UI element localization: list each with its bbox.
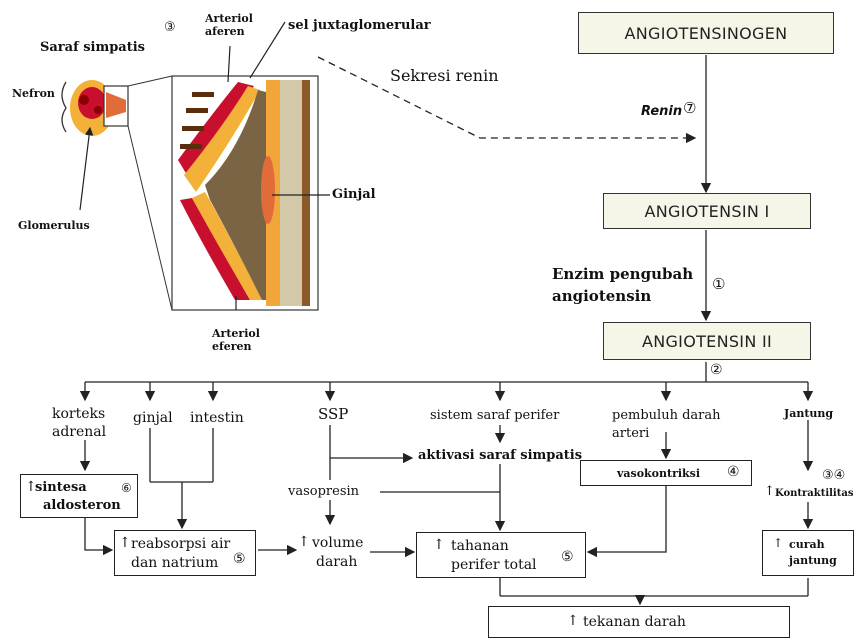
curah-line1: curah [789, 537, 825, 553]
box-vasokontriksi: vasokontriksi ④ [580, 460, 752, 486]
reabsorpsi-line2: dan natrium [131, 555, 218, 571]
badge-4: ④ [727, 464, 740, 480]
up-arrow-icon: ↑ [773, 535, 783, 551]
label-angiotensin-enzim: angiotensin [552, 288, 651, 304]
tekanan-label: tekanan darah [583, 614, 686, 630]
label-renin: Renin [641, 104, 682, 119]
box-angiotensin-2: ANGIOTENSIN II [603, 322, 811, 360]
vasokontriksi-label: vasokontriksi [617, 466, 700, 482]
sintesa-line2: aldosteron [43, 498, 121, 514]
label-sistem-saraf-perifer: sistem saraf perifer [430, 408, 559, 424]
label-glomerulus: Glomerulus [18, 218, 90, 234]
label-vasopresin: vasopresin [288, 484, 359, 500]
angiotensinogen-label: ANGIOTENSINOGEN [625, 24, 788, 43]
box-angiotensin-1: ANGIOTENSIN I [603, 193, 811, 229]
angiotensin2-label: ANGIOTENSIN II [642, 332, 772, 351]
badge-3: ③ [164, 20, 176, 35]
label-jantung: Jantung [784, 406, 833, 422]
volume-line1: volume [312, 535, 363, 551]
volume-darah: ↑ volume darah [298, 530, 378, 574]
label-intestin: intestin [190, 410, 244, 426]
label-enzim: Enzim pengubah [552, 266, 693, 282]
box-reabsorpsi: ↑ reabsorpsi air dan natrium ⑤ [114, 530, 256, 576]
up-arrow-icon: ↑ [298, 534, 310, 550]
curah-line2: jantung [789, 553, 837, 569]
sintesa-line1: sintesa [35, 480, 87, 496]
badge-7: ⑦ [683, 99, 696, 117]
badge-2: ② [710, 362, 723, 378]
label-arteriol-eferen: Arteriol eferen [212, 327, 260, 353]
tahanan-line1: tahanan [451, 538, 509, 554]
label-ginjal: ginjal [133, 410, 173, 426]
box-sintesa-aldosteron: ↑ sintesa ⑥ aldosteron [20, 474, 138, 518]
label-ssp: SSP [318, 406, 348, 422]
label-aktivasi-saraf-simpatis: aktivasi saraf simpatis [418, 448, 582, 464]
label-arteri: arteri [612, 426, 649, 442]
box-curah-jantung: ↑ curah jantung [762, 530, 854, 576]
up-arrow-icon: ↑ [119, 535, 131, 551]
box-tekanan-darah: ↑ tekanan darah [488, 606, 790, 638]
label-nefron: Nefron [12, 86, 55, 102]
label-sel-juxtaglomerular: sel juxtaglomerular [288, 18, 431, 34]
label-adrenal: adrenal [52, 424, 106, 440]
box-tahanan-perifer: ↑ tahanan perifer total ⑤ [416, 532, 586, 578]
volume-line2: darah [316, 554, 357, 570]
label-arteriol-aferen: Arteriol aferen [205, 12, 253, 38]
up-arrow-icon: ↑ [433, 537, 445, 553]
tahanan-line2: perifer total [451, 557, 537, 573]
label-sekresi-renin: Sekresi renin [390, 68, 499, 84]
angiotensin1-label: ANGIOTENSIN I [644, 202, 769, 221]
up-arrow-icon: ↑ [567, 613, 579, 629]
badge-6: ⑥ [121, 481, 132, 495]
badge-1: ① [712, 275, 725, 293]
label-pembuluh-darah: pembuluh darah [612, 408, 720, 424]
label-ginjal-illus: Ginjal [332, 187, 376, 203]
badge-5: ⑤ [233, 551, 246, 567]
nephron-thumbnail [62, 76, 172, 310]
label-kontraktilitas: Kontraktilitas [775, 486, 853, 502]
reabsorpsi-line1: reabsorpsi air [131, 536, 230, 552]
box-angiotensinogen: ANGIOTENSINOGEN [578, 12, 834, 54]
label-saraf-simpatis: Saraf simpatis [40, 40, 145, 56]
label-korteks: korteks [52, 406, 105, 422]
badge-5b: ⑤ [561, 549, 574, 565]
badge-3-4: ③④ [822, 468, 845, 483]
up-arrow-icon: ↑ [764, 484, 775, 500]
